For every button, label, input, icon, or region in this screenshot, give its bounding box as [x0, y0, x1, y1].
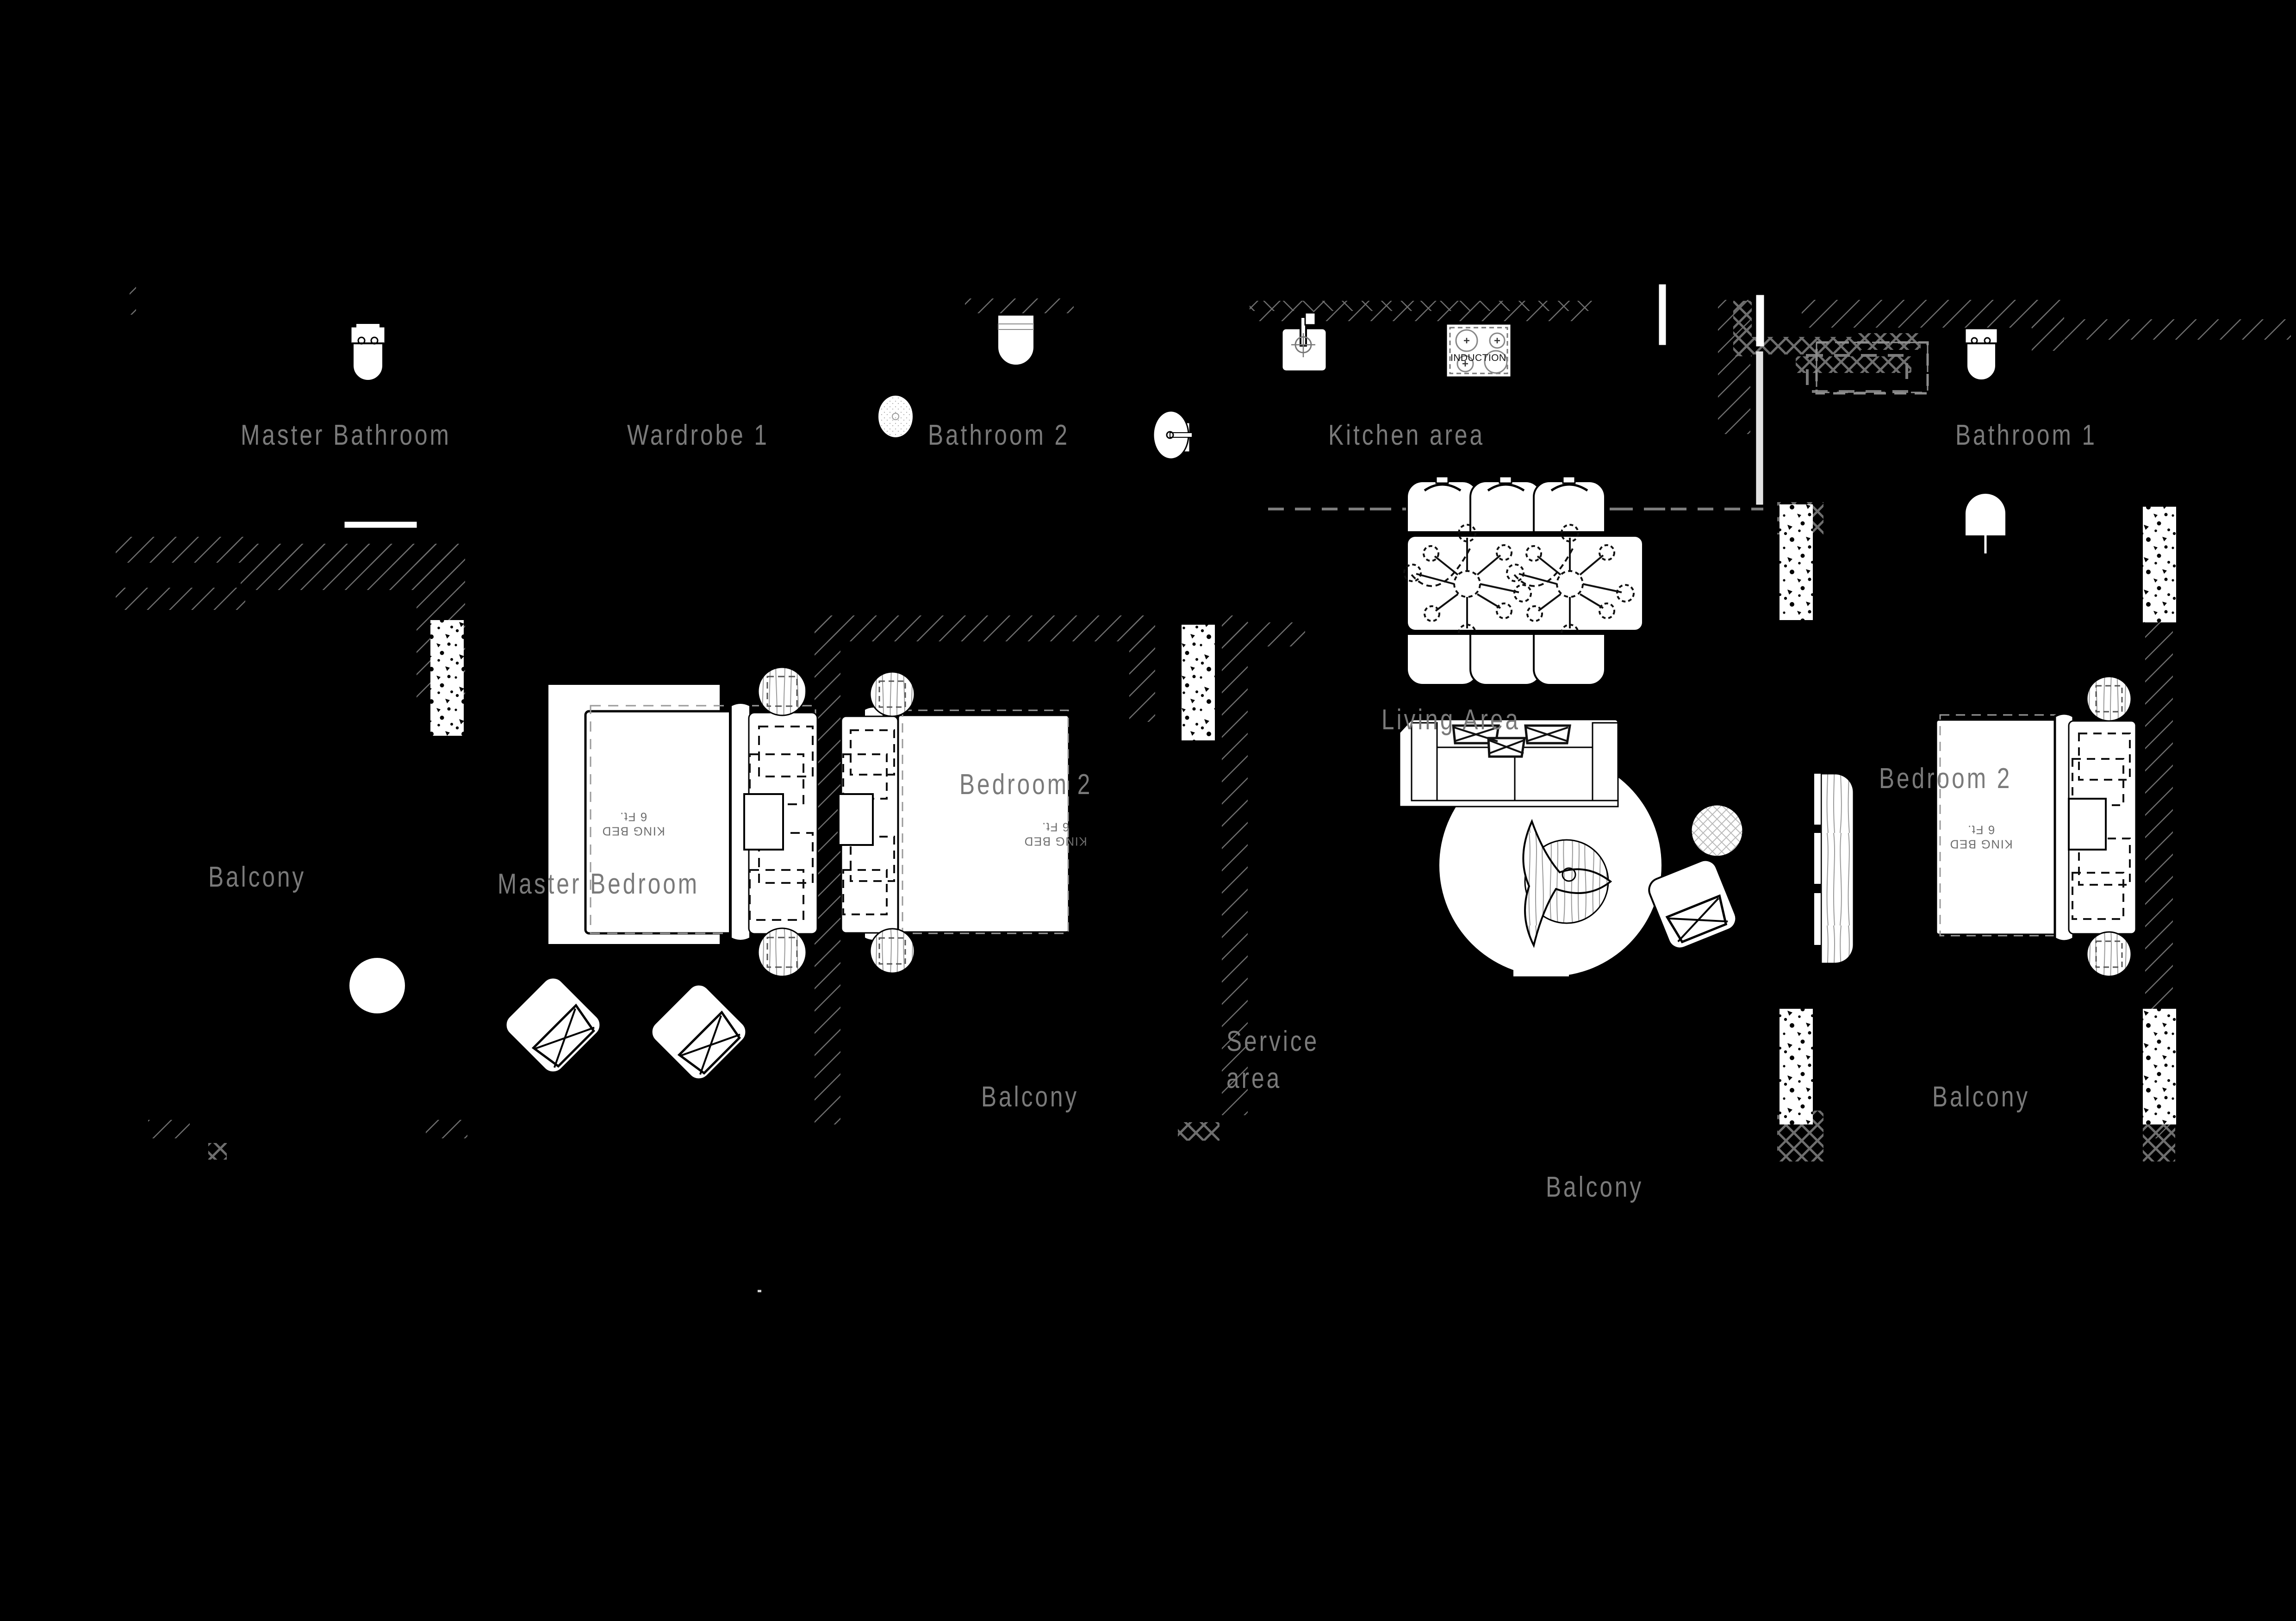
armchair-master-left: [504, 976, 602, 1074]
side-pouf: [1690, 804, 1744, 857]
round-planter: [349, 958, 405, 1013]
dining-chair: [1469, 633, 1543, 686]
bedroom2-right-bed: [1935, 712, 2137, 943]
bed-size-label-bedroom2-left: KING BED 6 Ft.: [1024, 820, 1087, 849]
dining-chair: [1406, 476, 1479, 533]
master-bed: [584, 701, 818, 943]
bed-size-line1: KING BED: [1024, 834, 1087, 849]
bed-size-line2: 6 Ft.: [1041, 820, 1070, 834]
floor-drain-bathroom-2: [878, 396, 913, 437]
induction-label: INDUCTION: [1450, 353, 1506, 363]
toilet-master-bathroom: [350, 324, 386, 382]
room-label-wardrobe-1: Wardrobe 1: [627, 419, 769, 451]
bed-size-line2: 6 Ft.: [1967, 823, 1995, 837]
bed-size-label-bedroom2-right: KING BED 6 Ft.: [1949, 823, 2013, 851]
armchair-master-right: [650, 983, 747, 1081]
room-label-balcony-bottom: Balcony: [1546, 1171, 1644, 1203]
room-label-living-area: Living Area: [1381, 704, 1520, 736]
room-label-balcony-right: Balcony: [1932, 1081, 2030, 1113]
bed-size-line1: KING BED: [1949, 837, 2013, 851]
concrete-columns-group: [430, 504, 2176, 1124]
sofa: [1399, 719, 1619, 807]
wash-basin-bathroom-1: [1966, 494, 2005, 553]
tv-console: [1814, 773, 1854, 964]
room-label-service-area-line2: area: [1226, 1062, 1282, 1094]
toilet-bathroom-1: [1964, 328, 1998, 381]
kitchen-sink: [1281, 312, 1327, 372]
nightstand: [757, 666, 807, 716]
dining-set: [1403, 476, 1644, 686]
room-label-bathroom-2: Bathroom 2: [928, 419, 1070, 451]
nightstand: [2086, 931, 2132, 977]
nightstand: [757, 927, 807, 977]
coffee-table: [1522, 819, 1612, 948]
dining-chair: [1533, 476, 1606, 533]
room-label-service-area-line1: Service: [1226, 1025, 1319, 1057]
bed-size-label-master: KING BED 6 Ft.: [602, 810, 665, 838]
room-label-balcony-left: Balcony: [208, 861, 306, 893]
room-label-bedroom-2-right: Bedroom 2: [1879, 763, 2012, 795]
bed-size-line1: KING BED: [602, 824, 665, 838]
room-label-balcony-mid: Balcony: [981, 1081, 1079, 1113]
armchair-living: [1648, 859, 1737, 950]
nightstand: [2086, 676, 2132, 722]
bed-size-line2: 6 Ft.: [619, 810, 647, 824]
room-label-bedroom-2-left: Bedroom 2: [959, 769, 1093, 801]
nightstand: [869, 928, 915, 974]
nightstand: [869, 671, 915, 717]
misc-detail-lines: [758, 342, 1929, 1292]
dining-chair: [1469, 476, 1543, 533]
bedroom2-left-bed: [838, 705, 1070, 943]
dining-chair: [1406, 633, 1479, 686]
dining-chair: [1533, 633, 1606, 686]
wash-basin-bathroom-2: [1152, 410, 1193, 460]
toilet-bathroom-2: [996, 314, 1035, 366]
room-label-master-bedroom: Master Bedroom: [498, 868, 700, 900]
induction-cooktop: [1445, 323, 1512, 378]
room-label-kitchen-area: Kitchen area: [1328, 419, 1485, 451]
room-label-master-bathroom: Master Bathroom: [241, 419, 451, 451]
room-label-bathroom-1: Bathroom 1: [1955, 419, 2097, 451]
